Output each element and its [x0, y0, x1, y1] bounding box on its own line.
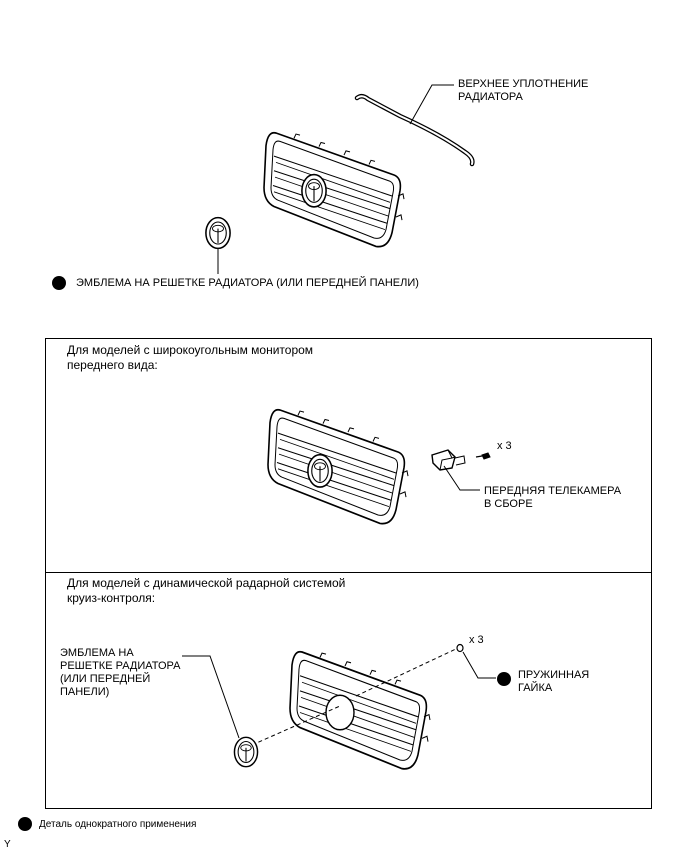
camera-models-section — [45, 338, 652, 573]
camera-bolt-quantity: x 3 — [497, 440, 512, 452]
spring-nut-label: ПРУЖИННАЯ ГАЙКА — [518, 669, 590, 694]
front-camera-drawing — [431, 449, 491, 491]
radar-emblem-label: ЭМБЛЕМА НА РЕШЕТКЕ РАДИАТОРА (ИЛИ ПЕРЕДН… — [60, 647, 181, 698]
corner-mark: Y — [4, 839, 11, 850]
upper-seal-label: ВЕРХНЕЕ УПЛОТНЕНИЕ РАДИАТОРА — [458, 78, 589, 103]
top-grille-drawing — [263, 131, 405, 248]
legend-mark — [18, 817, 32, 831]
radar-models-section — [45, 572, 652, 809]
radar-assembly-lines — [182, 643, 496, 768]
upper-seal-drawing — [354, 84, 475, 167]
nut-quantity: x 3 — [469, 634, 484, 646]
nut-one-time-use-mark — [497, 672, 511, 686]
front-camera-label: ПЕРЕДНЯЯ ТЕЛЕКАМЕРА В СБОРЕ — [484, 485, 622, 510]
one-time-use-mark — [52, 276, 66, 290]
grille-emblem-label: ЭМБЛЕМА НА РЕШЕТКЕ РАДИАТОРА (ИЛИ ПЕРЕДН… — [76, 277, 419, 289]
radar-section-title: Для моделей с динамической радарной сист… — [67, 576, 346, 605]
top-emblem-drawing — [205, 216, 231, 274]
legend-label: Деталь однократного применения — [39, 819, 197, 830]
camera-section-title: Для моделей с широкоугольным монитором п… — [67, 343, 314, 372]
